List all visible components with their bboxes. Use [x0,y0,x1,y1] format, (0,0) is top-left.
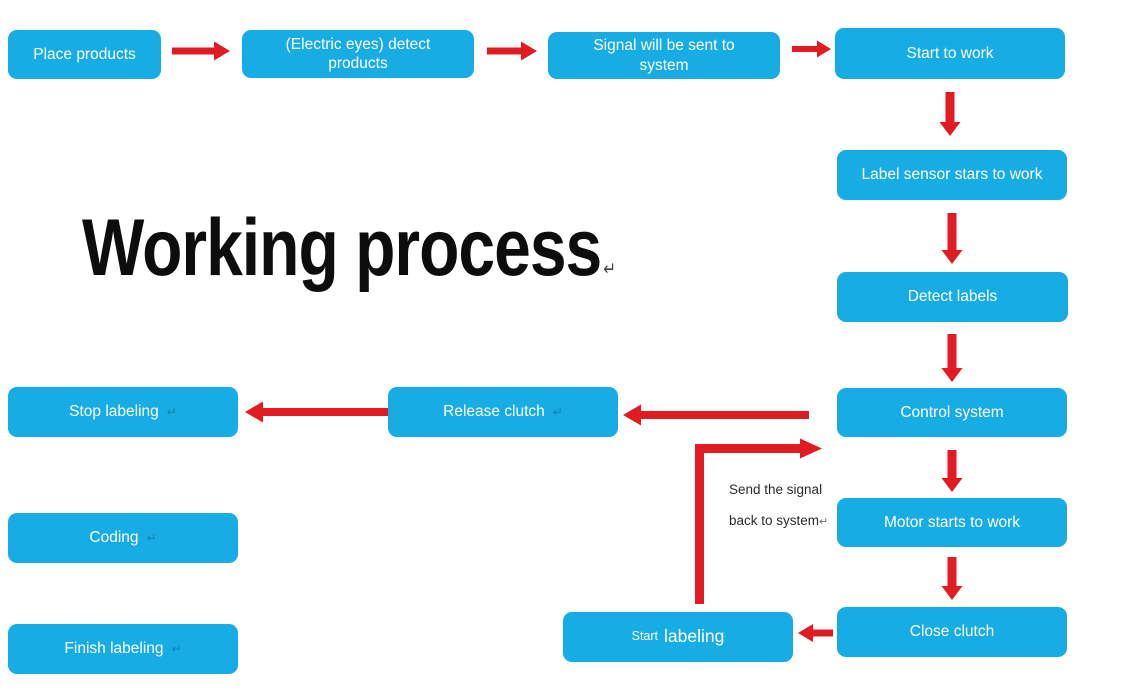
arrow-start-to-work-to-label-sensor [939,92,961,136]
node-label: Start to work [906,44,994,62]
node-label: Control system [900,403,1004,421]
arrow-electric-eyes-to-signal [487,41,537,61]
arrow-signal-to-start-to-work [792,40,831,58]
annotation-line1: Send the signal [729,482,823,497]
arrow-label-sensor-to-detect-labels [941,213,963,264]
node-label: Release clutch [443,403,545,421]
page-title-text: Working process [82,201,602,293]
node-place-products: Place products [8,30,161,79]
node-stop-labeling: Stop labeling ↵ [8,387,238,437]
node-motor-starts-to-work: Motor starts to work [837,498,1067,547]
arrow-close-clutch-to-start-labeling [798,624,833,642]
node-label: Close clutch [909,623,995,641]
node-label: labeling [664,626,725,647]
node-label: Finish labeling [64,640,164,658]
return-mark-icon: ↵ [166,404,177,419]
arrow-detect-labels-to-control-system [941,334,963,382]
node-label-prefix: Start [631,629,659,644]
annotation-line2: back to system↵ [729,513,829,528]
return-mark-icon: ↵ [146,530,157,545]
node-close-clutch: Close clutch [837,607,1067,657]
node-label: Signal will be sent to system [593,37,735,74]
arrow-motor-to-close-clutch [941,557,963,600]
node-label: Label sensor stars to work [861,166,1043,184]
node-label: Coding [89,529,139,547]
send-signal-annotation: Send the signal back to system↵ [729,474,828,538]
return-mark-icon: ↵ [552,404,563,419]
node-label: (Electric eyes) detect products [285,35,431,72]
arrow-control-to-release-clutch [623,404,809,426]
arrow-place-to-electric-eyes [172,41,230,61]
node-label: Motor starts to work [883,513,1021,531]
node-start-labeling: Start labeling [563,612,793,662]
return-mark-icon: ↵ [603,259,616,280]
node-start-to-work: Start to work [835,28,1065,79]
node-coding: Coding ↵ [8,513,238,563]
page-title: Working process↵ [82,201,616,293]
return-mark-icon: ↵ [171,641,182,656]
arrow-control-system-to-motor [941,450,963,492]
node-signal-sent-to-system: Signal will be sent to system [548,32,780,79]
node-finish-labeling: Finish labeling ↵ [8,624,238,674]
node-electric-eyes-detect: (Electric eyes) detect products [242,30,474,78]
node-label: Detect labels [907,288,998,306]
node-release-clutch: Release clutch ↵ [388,387,618,437]
node-control-system: Control system [837,388,1067,437]
node-label-sensor-stars-to-work: Label sensor stars to work [837,150,1067,200]
arrow-release-to-stop-labeling [245,401,390,423]
return-mark-icon: ↵ [819,516,829,528]
node-label: Place products [33,45,136,63]
node-detect-labels: Detect labels [837,272,1068,322]
node-label: Stop labeling [69,403,159,421]
